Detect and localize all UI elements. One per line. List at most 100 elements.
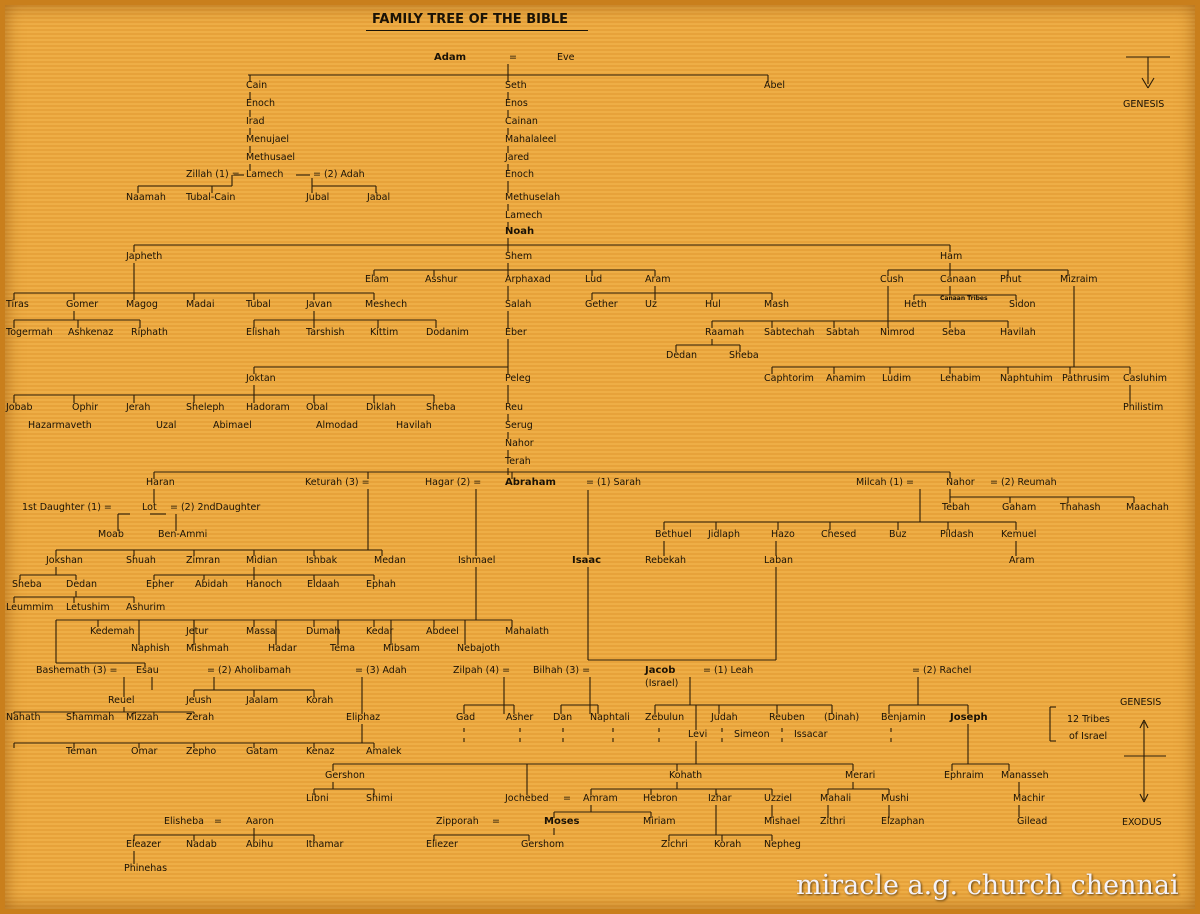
person-elish-eq: =	[214, 816, 222, 827]
person-sheleph: Sheleph	[186, 402, 224, 413]
person-elisheba: Elisheba	[164, 816, 204, 827]
person-enos: Enos	[505, 98, 528, 109]
person-gad: Gad	[456, 712, 475, 723]
watermark-text: miracle a.g. church chennai	[796, 870, 1179, 901]
person-sheba2: Sheba	[729, 350, 759, 361]
person-elishah: Elishah	[246, 327, 280, 338]
person-tubalcain: Tubal-Cain	[185, 192, 235, 203]
person-haran: Haran	[146, 477, 175, 488]
person-abraham: Abraham	[505, 477, 556, 488]
person-jacob: Jacob	[644, 665, 675, 676]
person-judah: Judah	[710, 712, 738, 723]
tree-connector	[1147, 77, 1155, 89]
person-noah: Noah	[505, 226, 534, 237]
person-nebajoth: Nebajoth	[457, 643, 500, 654]
person-midian: Midian	[246, 555, 277, 566]
person-ashurim: Ashurim	[126, 602, 165, 613]
person-letushim: Letushim	[66, 602, 110, 613]
person-menujael: Menujael	[246, 134, 289, 145]
person-caphtorim: Caphtorim	[764, 373, 814, 384]
person-zepho: Zepho	[186, 746, 216, 757]
person-hadar: Hadar	[268, 643, 297, 654]
person-nadab: Nadab	[186, 839, 217, 850]
person-lamech2: Lamech	[505, 210, 542, 221]
person-canaanite-note: Canaan Tribes	[940, 295, 988, 302]
person-shem: Shem	[505, 251, 532, 262]
side-label-tribes-line2: of Israel	[1069, 731, 1107, 742]
person-zebulun: Zebulun	[645, 712, 684, 723]
person-levi: Levi	[688, 729, 707, 740]
person-seth: Seth	[505, 80, 527, 91]
person-methuselah: Methuselah	[505, 192, 560, 203]
person-zichri: Zichri	[661, 839, 688, 850]
person-kenaz: Kenaz	[306, 746, 334, 757]
person-israel: (Israel)	[645, 678, 678, 689]
person-abihu: Abihu	[246, 839, 273, 850]
person-mizzah: Mizzah	[126, 712, 159, 723]
person-anamim: Anamim	[826, 373, 866, 384]
person-dumah: Dumah	[306, 626, 340, 637]
person-milcah: Milcah (1) =	[856, 477, 914, 488]
person-terah: Terah	[504, 456, 531, 467]
person-dedan2: Dedan	[66, 579, 97, 590]
side-label-genesis-top: GENESIS	[1123, 99, 1164, 110]
person-dinah: (Dinah)	[824, 712, 859, 723]
person-cain: Cain	[246, 80, 267, 91]
person-japheth: Japheth	[125, 251, 162, 262]
person-zerah: Zerah	[186, 712, 214, 723]
person-sabtechah: Sabtechah	[764, 327, 815, 338]
person-jochebed: Jochebed	[504, 793, 549, 804]
person-buz: Buz	[889, 529, 907, 540]
person-obal: Obal	[306, 402, 328, 413]
person-naphtuhim: Naphtuhim	[1000, 373, 1053, 384]
person-cainan: Cainan	[505, 116, 538, 127]
person-meshech: Meshech	[365, 299, 407, 310]
person-hagar: Hagar (2) =	[425, 477, 481, 488]
person-gershom: Gershom	[521, 839, 564, 850]
person-aram1: Aram	[645, 274, 670, 285]
person-manasseh: Manasseh	[1001, 770, 1049, 781]
person-lud: Lud	[585, 274, 602, 285]
person-heth: Heth	[904, 299, 927, 310]
person-abidah: Abidah	[195, 579, 228, 590]
person-jeush: Jeush	[185, 695, 212, 706]
person-elzaphan: Elzaphan	[881, 816, 924, 827]
person-riphath: Riphath	[131, 327, 168, 338]
person-dedan1: Dedan	[666, 350, 697, 361]
person-jerah: Jerah	[125, 402, 150, 413]
person-abel: Abel	[764, 80, 785, 91]
person-nepheg: Nepheg	[764, 839, 801, 850]
person-medan: Medan	[374, 555, 406, 566]
person-eliphaz: Eliphaz	[346, 712, 380, 723]
person-aaron: Aaron	[246, 816, 274, 827]
person-jubal: Jubal	[305, 192, 329, 203]
tree-connector	[1139, 793, 1145, 803]
person-bilhah: Bilhah (3) =	[533, 665, 590, 676]
person-arphaxad: Arphaxad	[505, 274, 551, 285]
person-korah1: Korah	[306, 695, 333, 706]
person-kedar: Kedar	[366, 626, 393, 637]
page-title: FAMILY TREE OF THE BIBLE	[372, 12, 569, 27]
person-moab: Moab	[98, 529, 124, 540]
person-eliezer: Eliezer	[426, 839, 458, 850]
title-underline	[366, 30, 588, 31]
person-tarshish: Tarshish	[305, 327, 345, 338]
person-abdeel: Abdeel	[426, 626, 459, 637]
person-gomer: Gomer	[66, 299, 98, 310]
side-label-exodus: EXODUS	[1122, 817, 1162, 828]
person-asher: Asher	[506, 712, 533, 723]
person-gatam: Gatam	[246, 746, 278, 757]
person-raamah: Raamah	[705, 327, 744, 338]
person-hadoram: Hadoram	[246, 402, 290, 413]
person-mushi: Mushi	[881, 793, 909, 804]
person-nahor1: Nahor	[505, 438, 534, 449]
person-mahalath: Mahalath	[505, 626, 549, 637]
person-eleazer: Eleazer	[126, 839, 161, 850]
person-daughter1: 1st Daughter (1) =	[22, 502, 112, 513]
person-jokshan: Jokshan	[45, 555, 83, 566]
person-aholibamah: = (2) Aholibamah	[207, 665, 291, 676]
person-lot: Lot	[142, 502, 157, 513]
tree-connector	[1143, 719, 1149, 729]
person-almodad: Almodad	[316, 420, 358, 431]
person-dan: Dan	[553, 712, 572, 723]
